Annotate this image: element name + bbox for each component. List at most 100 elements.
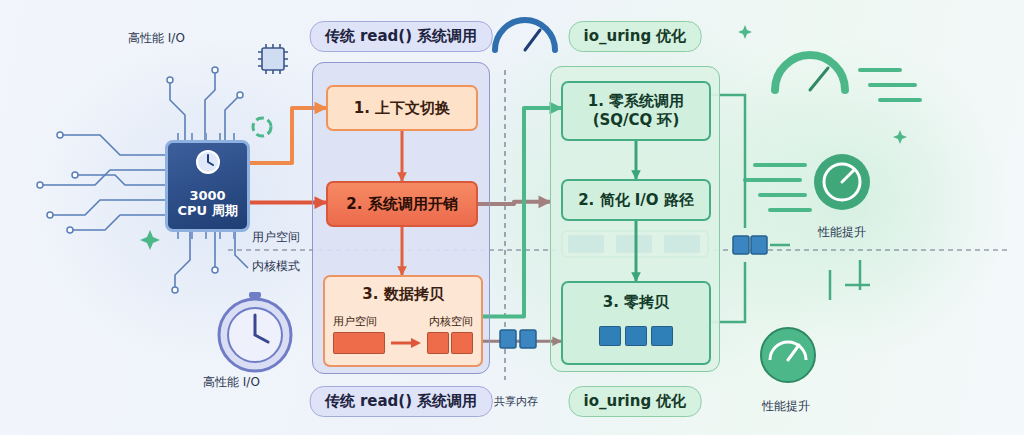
space-label: 用户空间 [333, 314, 377, 329]
circuit-pad [47, 212, 53, 218]
chip-pin [178, 133, 234, 140]
mini-chip-icon [262, 48, 284, 70]
output-queue [751, 236, 767, 254]
speed-line [745, 165, 810, 210]
panel-fill [550, 66, 720, 372]
flow-arrow [250, 108, 326, 163]
circuit-pad [167, 77, 173, 83]
annotation-label: 高性能 I/O [203, 374, 260, 391]
copy-blocks [333, 332, 473, 354]
copy-arrow [389, 336, 423, 350]
circuit-pad [67, 227, 73, 233]
panel-region: 传统 read() 系统调用传统 read() 系统调用1. 上下文切换2. 系… [312, 62, 490, 374]
chip-pin [178, 232, 234, 239]
panel-title: 传统 read() 系统调用 [310, 386, 493, 417]
gauge-icon [525, 30, 540, 50]
sparkle [738, 25, 752, 39]
panel-title: io_uring 优化 [569, 386, 702, 417]
shared-memory-block [500, 330, 516, 348]
flow-arrow [401, 131, 404, 181]
process-box: 3. 数据拷贝用户空间 内核空间 [323, 275, 483, 367]
output-trace [830, 260, 870, 300]
circuit-pad [72, 172, 78, 178]
panel-fill [312, 62, 490, 374]
annotation-label: 高性能 I/O [128, 30, 185, 47]
data-block [599, 326, 621, 346]
chip-label: 3000 CPU 周期 [174, 188, 241, 219]
flow-arrow [635, 221, 638, 281]
background-blob [690, 40, 1010, 360]
circuit-trace [50, 200, 165, 215]
data-block [333, 332, 385, 354]
shared-memory-block [520, 330, 536, 348]
zero-copy-blocks [599, 326, 673, 346]
process-box: 1. 零系统调用 (SQ/CQ 环) [561, 81, 711, 141]
flow-arrow [635, 141, 638, 179]
ring-icon [253, 118, 271, 136]
speed-icon [824, 164, 860, 200]
panel-region: io_uring 优化io_uring 优化1. 零系统调用 (SQ/CQ 环)… [550, 66, 720, 372]
circuit-trace [75, 175, 165, 185]
speed-icon [842, 170, 854, 182]
mini-chip-icon [258, 44, 288, 74]
gauge-dial [761, 328, 815, 382]
gauge-icon [495, 20, 555, 50]
data-block [625, 326, 647, 346]
process-title: 2. 简化 I/O 路径 [578, 191, 694, 210]
space-label: 内核空间 [429, 314, 473, 329]
sparkle [893, 130, 907, 144]
process-box: 2. 系统调用开销 [326, 181, 478, 227]
process-box: 1. 上下文切换 [326, 85, 478, 131]
circuit-trace [170, 80, 185, 140]
process-title: 2. 系统调用开销 [346, 195, 457, 214]
panel-title: io_uring 优化 [569, 21, 702, 52]
process-title: 3. 零拷贝 [603, 293, 669, 312]
circuit-trace [175, 232, 190, 290]
speed-line [745, 70, 920, 210]
stopwatch-icon [219, 299, 291, 371]
annotation-label: 共享内存 [494, 394, 538, 409]
circuit-trace [60, 135, 165, 155]
process-title: 1. 零系统调用 (SQ/CQ 环) [571, 92, 701, 130]
output-trace [770, 244, 790, 247]
background-blob [20, 10, 1010, 410]
output-trace [710, 95, 870, 322]
output-queue [733, 236, 749, 254]
flow-arrow [478, 202, 550, 204]
copy-blocks [427, 332, 473, 354]
circuit-pad [212, 67, 218, 73]
clock-icon [195, 149, 221, 175]
stopwatch-icon [228, 308, 282, 362]
shared-memory-block [500, 330, 536, 348]
annotation-label: 性能提升 [818, 224, 866, 241]
circuit-trace [205, 70, 215, 140]
circuit-trace [225, 95, 240, 140]
data-block [427, 332, 449, 354]
speed-icon [814, 154, 870, 210]
circuit-pad [172, 287, 178, 293]
flow-arrow [401, 227, 404, 275]
circuit-trace [40, 170, 165, 185]
gauge-dial [788, 345, 799, 360]
ring-icon [253, 118, 271, 136]
gauge-icon [775, 55, 845, 90]
process-box: 2. 简化 I/O 路径 [561, 179, 711, 221]
circuit-pad [212, 267, 218, 273]
annotation-label: 用户空间 [252, 229, 300, 246]
panel-title: 传统 read() 系统调用 [310, 21, 493, 52]
annotation-label: 内核模式 [252, 258, 300, 275]
sparkle [140, 230, 160, 250]
stopwatch-icon [219, 292, 291, 371]
mini-chip-icon [258, 44, 288, 74]
output-queue [733, 236, 767, 254]
sub-label-row: 用户空间 内核空间 [333, 314, 473, 329]
circuit-pad [237, 92, 243, 98]
process-title: 3. 数据拷贝 [362, 285, 443, 304]
gauge-dial [770, 342, 806, 360]
circuit-trace [70, 215, 165, 230]
data-block [651, 326, 673, 346]
speed-icon [814, 154, 870, 210]
circuit-trace [214, 232, 216, 270]
stopwatch-icon [255, 315, 268, 342]
